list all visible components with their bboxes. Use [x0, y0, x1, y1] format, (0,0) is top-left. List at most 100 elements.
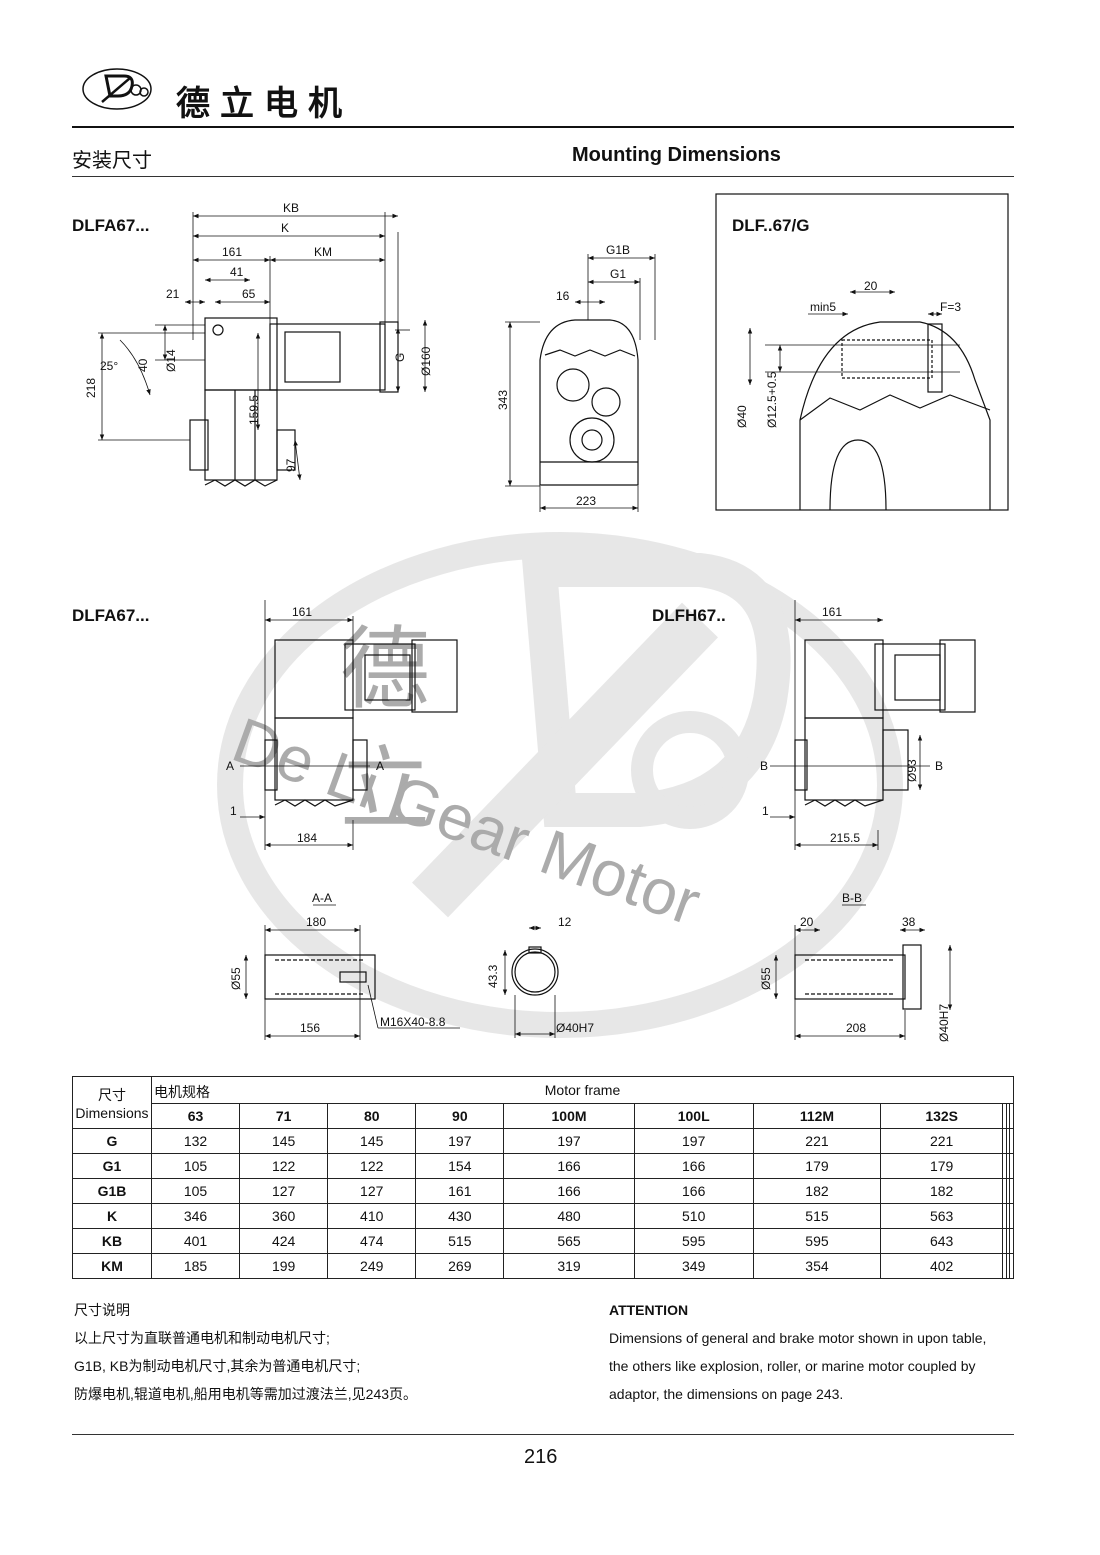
subheader-rule	[72, 176, 1014, 177]
table-cell: 122	[327, 1153, 417, 1179]
dim-2155: 215.5	[830, 831, 860, 845]
dim-g1b: G1B	[606, 243, 630, 257]
notes-en-line: adaptor, the dimensions on page 243.	[609, 1386, 844, 1402]
table-corner: 尺寸 Dimensions	[72, 1076, 152, 1129]
table-col-header: 100L	[633, 1103, 754, 1129]
dim-1595: 159.5	[247, 395, 261, 425]
dim-218: 218	[84, 378, 98, 398]
dim-184: 184	[297, 831, 317, 845]
dim-180: 180	[306, 915, 326, 929]
table-cell: 563	[880, 1203, 1004, 1229]
table-cell	[1009, 1228, 1014, 1254]
table-col-header: 71	[239, 1103, 329, 1129]
table-corner-cn: 尺寸	[98, 1086, 126, 1103]
company-logo	[82, 68, 152, 110]
notes-cn-line: G1B, KB为制动电机尺寸,其余为普通电机尺寸;	[74, 1358, 361, 1374]
table-cell: 197	[503, 1128, 635, 1154]
table-cell: 319	[503, 1253, 635, 1279]
table-cell: 166	[633, 1178, 754, 1204]
table-cell: 179	[880, 1153, 1004, 1179]
table-cell	[1009, 1253, 1014, 1279]
dim-km: KM	[314, 245, 332, 259]
table-cell: 643	[880, 1228, 1004, 1254]
dim-21: 21	[166, 287, 180, 301]
dim-12: 12	[558, 915, 572, 929]
table-cell: 197	[633, 1128, 754, 1154]
table-cell: 510	[633, 1203, 754, 1229]
dim-g: G	[393, 353, 407, 362]
table-cell: 424	[239, 1228, 329, 1254]
table-col-header: 63	[150, 1103, 241, 1129]
footer-rule	[72, 1434, 1014, 1435]
table-row-label: G	[72, 1128, 152, 1154]
dim-o55a: Ø55	[229, 967, 243, 990]
dim-kb: KB	[283, 201, 299, 215]
view-side-top	[189, 317, 399, 487]
table-cell: 182	[752, 1178, 882, 1204]
dim-223: 223	[576, 494, 596, 508]
view-detail-g-dims	[747, 289, 942, 385]
dim-min5: min5	[810, 300, 836, 314]
notes-cn: 尺寸说明 以上尺寸为直联普通电机和制动电机尺寸; G1B, KB为制动电机尺寸,…	[74, 1296, 574, 1408]
table-row-label: KM	[72, 1253, 152, 1279]
dim-1b: 1	[762, 804, 769, 818]
table-cell: 199	[239, 1253, 329, 1279]
table-cell: 480	[503, 1203, 635, 1229]
table-cell: 360	[239, 1203, 329, 1229]
table-col-header: 112M	[752, 1103, 882, 1129]
watermark: 德 立 De Li Gear Motor	[217, 532, 903, 1038]
dim-40: 40	[136, 358, 150, 372]
view-detail-g	[765, 321, 991, 511]
model-label-top-right: DLF..67/G	[732, 216, 810, 235]
model-label-mid-left: DLFA67...	[72, 606, 150, 625]
table-cell: 145	[239, 1128, 329, 1154]
table-row-label: KB	[72, 1228, 152, 1254]
table-cell: 354	[752, 1253, 882, 1279]
table-cell	[1009, 1203, 1014, 1229]
sec-b-right: B	[935, 759, 943, 773]
dim-o40: Ø40	[735, 405, 749, 428]
table-cell: 349	[633, 1253, 754, 1279]
view-side-mid	[240, 600, 458, 850]
sec-bb: B-B	[842, 891, 862, 905]
notes-en-title: ATTENTION	[609, 1302, 689, 1318]
dim-156: 156	[300, 1021, 320, 1035]
dim-k: K	[281, 221, 289, 235]
view-front-top	[539, 319, 639, 486]
table-row-label: K	[72, 1203, 152, 1229]
table-cell: 402	[880, 1253, 1004, 1279]
dim-m16: M16X40-8.8	[380, 1015, 446, 1029]
table-cell: 122	[239, 1153, 329, 1179]
table-cell: 179	[752, 1153, 882, 1179]
table-cell: 401	[150, 1228, 241, 1254]
table-col-header: 132S	[880, 1103, 1004, 1129]
table-cell: 221	[880, 1128, 1004, 1154]
table-cell: 410	[327, 1203, 417, 1229]
dim-mid-161: 161	[292, 605, 312, 619]
dim-20: 20	[864, 279, 878, 293]
table-col-header: 90	[415, 1103, 505, 1129]
dim-161: 161	[222, 245, 242, 259]
notes-cn-line: 防爆电机,辊道电机,船用电机等需加过渡法兰,见243页。	[74, 1386, 418, 1402]
notes-en-line: the others like explosion, roller, or ma…	[609, 1358, 976, 1374]
table-cell: 595	[633, 1228, 754, 1254]
notes-en: ATTENTION Dimensions of general and brak…	[609, 1296, 1019, 1408]
brand-name: 德立电机	[176, 84, 352, 124]
table-cell: 127	[239, 1178, 329, 1204]
notes-cn-line: 以上尺寸为直联普通电机和制动电机尺寸;	[74, 1330, 330, 1346]
title-en: Mounting Dimensions	[572, 144, 781, 166]
dim-o40h7b: Ø40H7	[937, 1004, 951, 1042]
table-cell: 154	[415, 1153, 505, 1179]
table-cell	[1009, 1178, 1014, 1204]
dim-65: 65	[242, 287, 256, 301]
notes-cn-title: 尺寸说明	[74, 1302, 130, 1318]
table-cell: 145	[327, 1128, 417, 1154]
sec-a-right: A	[376, 759, 384, 773]
